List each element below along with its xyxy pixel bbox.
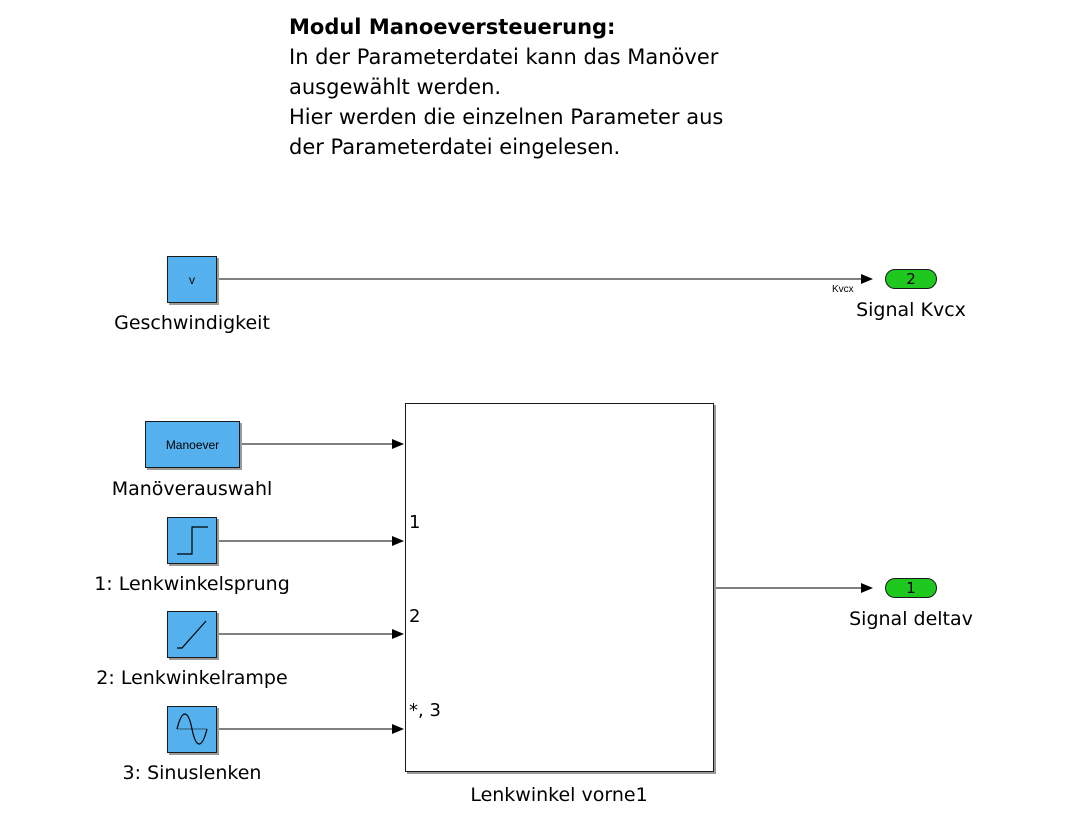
annotation-line-1: In der Parameterdatei kann das Manöver <box>289 45 719 69</box>
outport-2[interactable]: 2 <box>885 269 937 289</box>
ramp-icon <box>177 620 207 649</box>
annotation-note: Modul Manoeversteuerung: In der Paramete… <box>289 12 809 162</box>
label-sinuslenken: 3: Sinuslenken <box>122 762 262 784</box>
label-signal-deltav: Signal deltav <box>849 608 973 630</box>
label-signal-kvcx: Signal Kvcx <box>856 299 966 321</box>
sine-wave-block[interactable] <box>167 706 217 753</box>
label-geschwindigkeit: Geschwindigkeit <box>114 312 270 334</box>
label-lenkwinkelsprung: 1: Lenkwinkelsprung <box>94 573 290 595</box>
block-text-v: v <box>189 272 195 287</box>
annotation-title: Modul Manoeversteuerung: <box>289 15 616 39</box>
step-block[interactable] <box>167 517 217 564</box>
annotation-line-3: Hier werden die einzelnen Parameter aus <box>289 105 724 129</box>
switch-port-1-label: 1 <box>409 512 421 533</box>
step-icon <box>177 526 208 555</box>
block-text-manoever: Manoever <box>165 437 220 452</box>
annotation-line-2: ausgewählt werden. <box>289 75 502 99</box>
outport-1[interactable]: 1 <box>885 578 937 598</box>
sine-wave-icon <box>176 713 208 745</box>
label-manoeverauswahl: Manöverauswahl <box>111 478 273 500</box>
label-lenkwinkel-vorne1: Lenkwinkel vorne1 <box>470 784 648 806</box>
label-lenkwinkelrampe: 2: Lenkwinkelrampe <box>96 667 288 689</box>
switch-port-2-label: 2 <box>409 606 421 627</box>
constant-block-v[interactable]: v <box>167 256 217 303</box>
annotation-line-4: der Parameterdatei eingelesen. <box>289 135 621 159</box>
ramp-block[interactable] <box>167 611 217 658</box>
signal-name-kvcx: Kvcx <box>832 284 854 295</box>
constant-block-manoever[interactable]: Manoever <box>145 421 240 468</box>
multiport-switch-block[interactable]: 1 2 *, 3 <box>405 403 714 772</box>
switch-port-3-label: *, 3 <box>409 700 441 721</box>
